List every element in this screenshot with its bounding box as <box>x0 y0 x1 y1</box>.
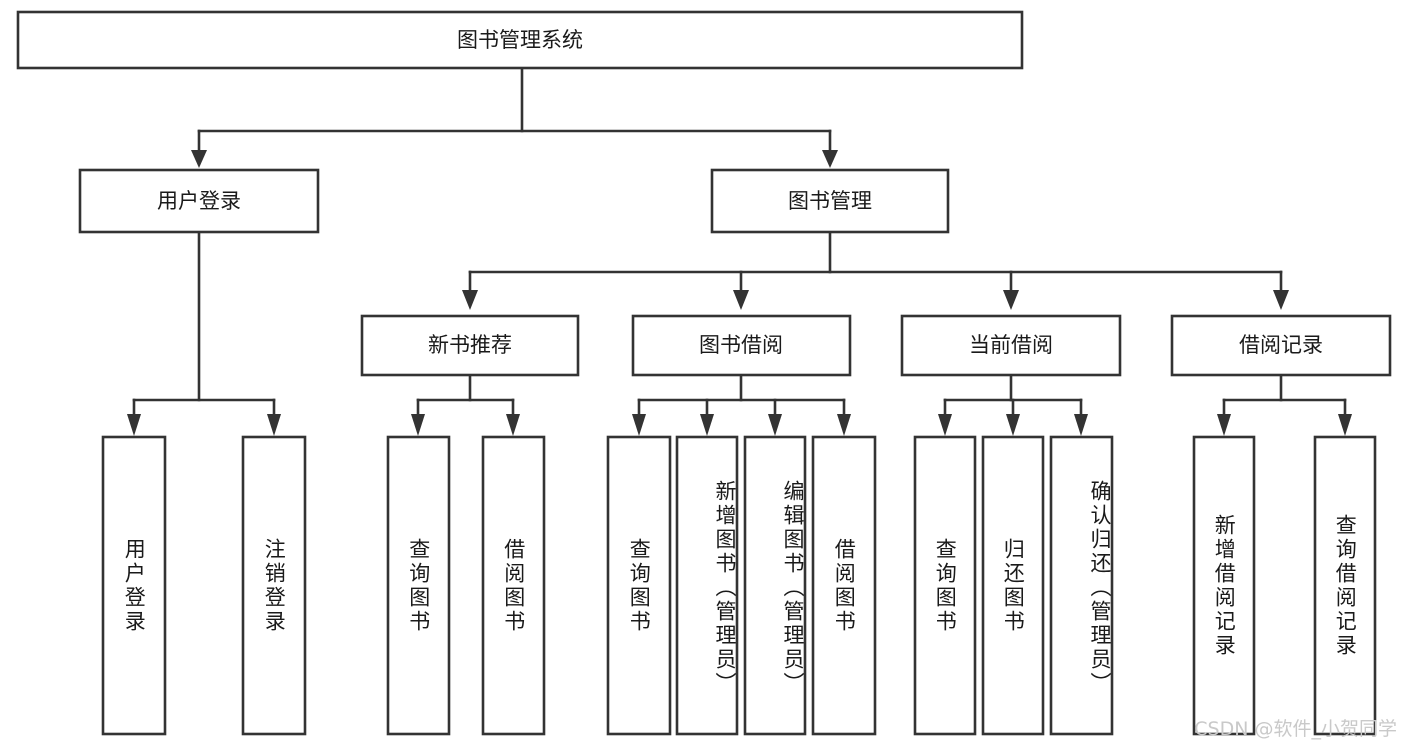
arrowhead-leaf-query-book-2 <box>632 414 646 436</box>
arrowhead-borrow-record <box>1273 290 1289 310</box>
node-leaf-logout-login-box[interactable] <box>241 435 307 736</box>
arrowhead-leaf-borrow-book-1 <box>506 414 520 436</box>
node-book-manage-box[interactable] <box>710 168 950 234</box>
arrowhead-leaf-query-book-3 <box>938 414 952 436</box>
node-leaf-borrow-book-2-box[interactable] <box>811 435 877 736</box>
node-root-box[interactable] <box>16 10 1024 70</box>
connector-layer <box>127 66 1352 436</box>
node-current-borrow-box[interactable] <box>900 314 1122 377</box>
arrowhead-leaf-add-record <box>1217 414 1231 436</box>
node-user-login-box[interactable] <box>78 168 320 234</box>
arrowhead-book-borrow <box>733 290 749 310</box>
node-leaf-add-book-box[interactable] <box>675 435 739 736</box>
node-root-label: 图书管理系统 <box>457 28 583 52</box>
arrowhead-leaf-user-login <box>127 414 141 436</box>
node-new-book-recommend-box[interactable] <box>360 314 580 377</box>
arrowhead-leaf-return-book <box>1006 414 1020 436</box>
arrowhead-leaf-logout-login <box>267 414 281 436</box>
arrowhead-leaf-add-book <box>700 414 714 436</box>
arrowhead-new-book <box>462 290 478 310</box>
node-leaf-confirm-return-box[interactable] <box>1049 435 1114 736</box>
node-borrow-record[interactable]: 借阅记录 <box>1170 314 1392 377</box>
node-user-login-label: 用户登录 <box>157 189 241 213</box>
node-user-login[interactable]: 用户登录 <box>78 168 320 234</box>
node-leaf-user-login-box[interactable] <box>101 435 167 736</box>
node-book-manage[interactable]: 图书管理 <box>710 168 950 234</box>
arrowhead-leaf-borrow-book-2 <box>837 414 851 436</box>
arrowhead-leaf-edit-book <box>768 414 782 436</box>
node-new-book-recommend-label: 新书推荐 <box>428 333 512 357</box>
node-leaf-query-book-1-box[interactable] <box>386 435 451 736</box>
arrowhead-book-manage <box>822 150 838 168</box>
arrowhead-leaf-confirm-return <box>1074 414 1088 436</box>
node-book-manage-label: 图书管理 <box>788 189 872 213</box>
node-borrow-record-box[interactable] <box>1170 314 1392 377</box>
node-new-book-recommend[interactable]: 新书推荐 <box>360 314 580 377</box>
node-leaf-query-record-box[interactable] <box>1313 435 1377 736</box>
node-leaf-return-book-box[interactable] <box>981 435 1045 736</box>
node-current-borrow[interactable]: 当前借阅 <box>900 314 1122 377</box>
arrowhead-current-borrow <box>1003 290 1019 310</box>
arrowhead-leaf-query-book-1 <box>411 414 425 436</box>
node-current-borrow-label: 当前借阅 <box>969 333 1053 357</box>
node-book-borrow-box[interactable] <box>631 314 852 377</box>
arrowhead-user-login <box>191 150 207 168</box>
node-root[interactable]: 图书管理系统 <box>16 10 1024 70</box>
node-leaf-borrow-book-1-box[interactable] <box>481 435 546 736</box>
node-leaf-query-book-3-box[interactable] <box>913 435 977 736</box>
node-leaf-query-book-2-box[interactable] <box>606 435 672 736</box>
node-borrow-record-label: 借阅记录 <box>1239 333 1323 357</box>
node-book-borrow-label: 图书借阅 <box>699 333 783 357</box>
node-book-borrow[interactable]: 图书借阅 <box>631 314 852 377</box>
node-leaf-edit-book-box[interactable] <box>743 435 807 736</box>
arrowhead-leaf-query-record <box>1338 414 1352 436</box>
node-leaf-add-record-box[interactable] <box>1192 435 1256 736</box>
watermark: CSDN @软件_小贺同学 <box>1194 718 1397 740</box>
